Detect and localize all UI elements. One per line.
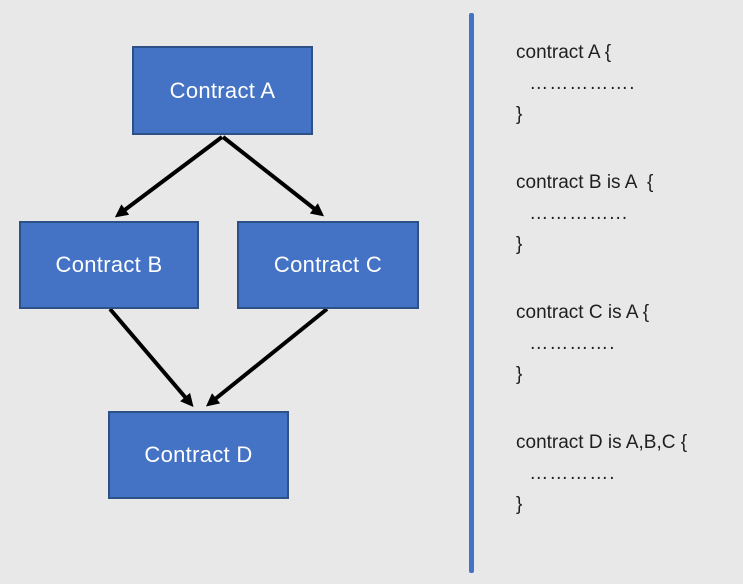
code-body: …………...	[523, 203, 629, 224]
code-header: contract A {	[516, 42, 612, 63]
code-body: ………….	[523, 333, 616, 354]
code-header: contract C is A {	[516, 302, 650, 323]
node-label: Contract D	[144, 442, 253, 467]
node-contract-d: Contract D	[108, 411, 289, 499]
code-panel: contract A { ……………. } contract B is A { …	[516, 0, 741, 584]
node-contract-a: Contract A	[132, 46, 313, 135]
code-header: contract B is A {	[516, 172, 654, 193]
edge-c-to-d	[205, 307, 329, 407]
edge-b-to-d	[108, 307, 194, 407]
edge-a-to-c	[221, 135, 325, 217]
code-footer: }	[516, 494, 523, 515]
code-footer: }	[516, 234, 523, 255]
code-block-contract-d: contract D is A,B,C { …………. }	[516, 427, 741, 520]
edge-a-to-b	[114, 135, 224, 218]
node-contract-b: Contract B	[19, 221, 199, 309]
node-label: Contract A	[169, 77, 276, 103]
node-label: Contract C	[273, 252, 383, 277]
code-block-contract-c: contract C is A { …………. }	[516, 297, 741, 390]
code-body: ………….	[523, 463, 616, 484]
code-block-contract-a: contract A { ……………. }	[516, 37, 741, 130]
node-contract-c: Contract C	[237, 221, 419, 309]
code-header: contract D is A,B,C {	[516, 432, 688, 453]
code-body: …………….	[523, 73, 636, 94]
node-label: Contract B	[55, 252, 163, 277]
code-block-contract-b: contract B is A { …………... }	[516, 167, 741, 260]
code-footer: }	[516, 104, 523, 125]
code-footer: }	[516, 364, 523, 385]
divider-line	[469, 13, 474, 573]
